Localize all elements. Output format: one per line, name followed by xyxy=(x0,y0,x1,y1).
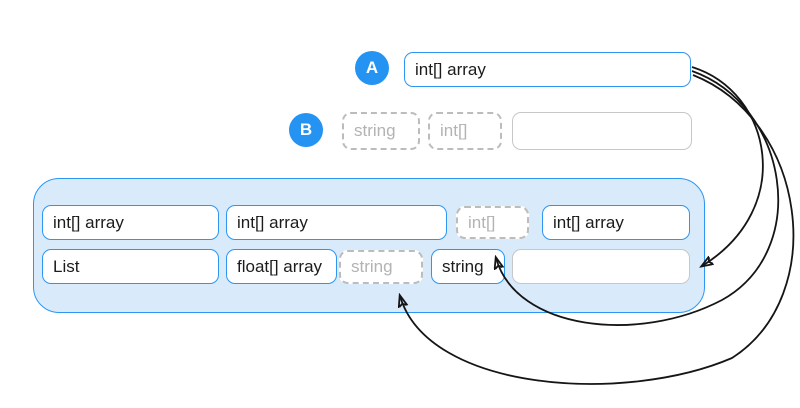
badge-a: A xyxy=(355,51,389,85)
row-a-chip[interactable]: int[] array xyxy=(404,52,691,87)
badge-b: B xyxy=(289,113,323,147)
pool-row1-int-ghost: int[] xyxy=(456,206,529,239)
pool-row2-string-ghost: string xyxy=(339,250,423,284)
pool-row1-chip-int-array-1[interactable]: int[] array xyxy=(42,205,219,240)
row-b-string-ghost: string xyxy=(342,112,420,150)
row-b-empty-slot xyxy=(512,112,692,150)
pool-row2-chip-string[interactable]: string xyxy=(431,249,505,284)
pool-row1-chip-int-array-2[interactable]: int[] array xyxy=(226,205,447,240)
pool-row2-empty-slot xyxy=(512,249,690,284)
pool-row2-chip-list[interactable]: List xyxy=(42,249,219,284)
pool-row1-chip-int-array-3[interactable]: int[] array xyxy=(542,205,690,240)
row-b-int-ghost: int[] xyxy=(428,112,502,150)
pool-row2-chip-float-array[interactable]: float[] array xyxy=(226,249,337,284)
pool-container xyxy=(33,178,705,313)
